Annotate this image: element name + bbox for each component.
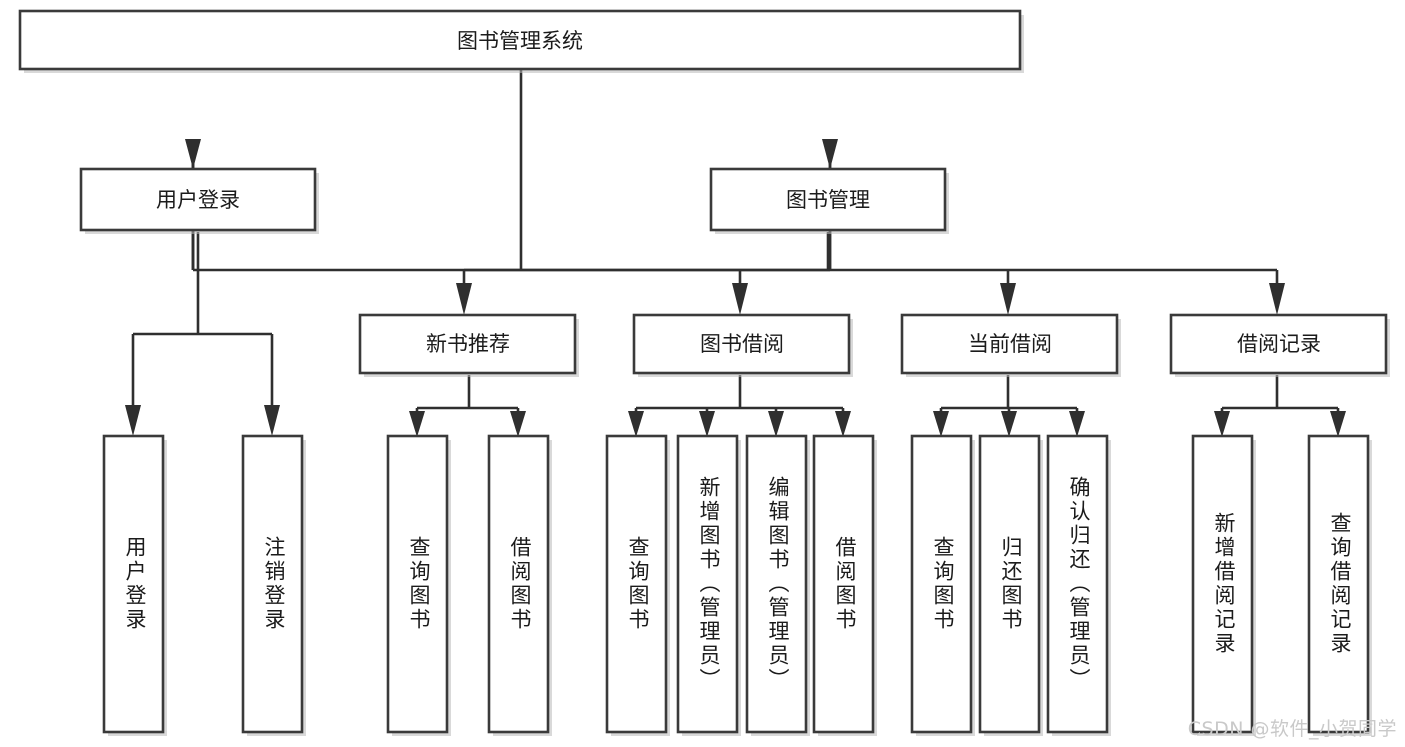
- node-borrow-records-label: 借阅记录: [1237, 332, 1321, 356]
- node-leaf-bookborrow-borrow[interactable]: 借阅图书: [812, 434, 877, 736]
- arrow-book-borrow: [732, 283, 748, 315]
- node-leaf-user-login-box: [102, 434, 165, 734]
- arrow-bookborrow-leaf1: [628, 411, 644, 437]
- node-leaf-logout-box: [241, 434, 304, 734]
- arrow-new-book: [456, 283, 472, 315]
- node-book-borrow-box: [632, 313, 851, 375]
- node-leaf-bookborrow-query-box: [605, 434, 668, 734]
- node-leaf-currentborrow-query[interactable]: 查询图书: [910, 434, 975, 736]
- node-leaf-currentborrow-query-label: 查询图书: [931, 536, 955, 632]
- node-new-book-recommend[interactable]: 新书推荐: [358, 313, 579, 377]
- node-leaf-borrowrecords-query-label: 查询借阅记录: [1328, 512, 1352, 656]
- node-leaf-borrowrecords-add[interactable]: 新增借阅记录: [1191, 434, 1256, 736]
- arrow-bookborrow-leaf2: [699, 411, 715, 437]
- node-leaf-bookborrow-query-label: 查询图书: [626, 536, 650, 632]
- node-leaf-newbook-borrow[interactable]: 借阅图书: [487, 434, 552, 736]
- node-leaf-borrowrecords-query-box: [1307, 434, 1370, 734]
- node-current-borrow-label: 当前借阅: [968, 332, 1052, 356]
- node-book-borrow[interactable]: 图书借阅: [632, 313, 853, 377]
- node-leaf-currentborrow-return-box: [978, 434, 1041, 734]
- node-leaf-bookborrow-add[interactable]: 新增图书（管理员）: [676, 434, 741, 736]
- node-user-login[interactable]: 用户登录: [79, 167, 319, 234]
- node-leaf-bookborrow-borrow-label: 借阅图书: [833, 536, 857, 632]
- arrow-currentborrow-leaf2: [1001, 411, 1017, 437]
- arrow-currentborrow-leaf1: [933, 411, 949, 437]
- arrow-user-login: [185, 139, 201, 169]
- node-root[interactable]: 图书管理系统: [18, 9, 1024, 73]
- node-leaf-currentborrow-confirm-label: 确认归还（管理员）: [1067, 476, 1091, 692]
- node-book-management-box: [709, 167, 947, 232]
- arrow-current-borrow: [1000, 283, 1016, 315]
- node-user-login-label: 用户登录: [156, 188, 240, 212]
- node-leaf-logout[interactable]: 注销登录: [241, 434, 306, 736]
- node-leaf-bookborrow-add-box: [676, 434, 739, 734]
- node-root-label: 图书管理系统: [457, 29, 583, 53]
- node-leaf-newbook-query-box: [386, 434, 449, 734]
- node-leaf-newbook-borrow-label: 借阅图书: [508, 536, 532, 632]
- node-leaf-bookborrow-borrow-box: [812, 434, 875, 734]
- node-book-management-label: 图书管理: [786, 188, 870, 212]
- node-new-book-recommend-box: [358, 313, 577, 375]
- node-leaf-currentborrow-confirm[interactable]: 确认归还（管理员）: [1046, 434, 1111, 736]
- node-leaf-newbook-borrow-box: [487, 434, 550, 734]
- node-current-borrow-box: [900, 313, 1119, 375]
- arrow-borrow-records: [1269, 283, 1285, 315]
- node-user-login-box: [79, 167, 317, 232]
- node-leaf-logout-label: 注销登录: [262, 536, 286, 632]
- node-leaf-currentborrow-query-box: [910, 434, 973, 734]
- arrow-newbook-leaf1: [409, 411, 425, 437]
- node-leaf-borrowrecords-query[interactable]: 查询借阅记录: [1307, 434, 1372, 736]
- node-leaf-bookborrow-edit[interactable]: 编辑图书（管理员）: [745, 434, 810, 736]
- node-book-management[interactable]: 图书管理: [709, 167, 949, 234]
- arrow-currentborrow-leaf3: [1069, 411, 1085, 437]
- arrow-newbook-leaf2: [510, 411, 526, 437]
- node-leaf-borrowrecords-add-box: [1191, 434, 1254, 734]
- node-new-book-recommend-label: 新书推荐: [426, 332, 510, 356]
- node-leaf-bookborrow-add-label: 新增图书（管理员）: [697, 476, 721, 692]
- node-leaf-newbook-query-label: 查询图书: [407, 536, 431, 632]
- node-borrow-records-box: [1169, 313, 1388, 375]
- arrow-book-mgmt: [822, 139, 838, 169]
- node-leaf-user-login[interactable]: 用户登录: [102, 434, 167, 736]
- arrow-borrowrecords-leaf1: [1214, 411, 1230, 437]
- arrow-bookborrow-leaf3: [768, 411, 784, 437]
- arrow-borrowrecords-leaf2: [1330, 411, 1346, 437]
- node-current-borrow[interactable]: 当前借阅: [900, 313, 1121, 377]
- connector-layer: [125, 70, 1346, 437]
- arrow-bookborrow-leaf4: [835, 411, 851, 437]
- node-leaf-currentborrow-return-label: 归还图书: [999, 536, 1023, 632]
- node-leaf-bookborrow-edit-label: 编辑图书（管理员）: [766, 476, 790, 692]
- node-leaf-newbook-query[interactable]: 查询图书: [386, 434, 451, 736]
- node-leaf-bookborrow-query[interactable]: 查询图书: [605, 434, 670, 736]
- node-borrow-records[interactable]: 借阅记录: [1169, 313, 1390, 377]
- node-leaf-user-login-label: 用户登录: [123, 536, 147, 632]
- node-leaf-currentborrow-return[interactable]: 归还图书: [978, 434, 1043, 736]
- node-root-box: [18, 9, 1022, 71]
- node-book-borrow-label: 图书借阅: [700, 332, 784, 356]
- arrow-leaf-user-login-1: [125, 405, 141, 436]
- node-leaf-currentborrow-confirm-box: [1046, 434, 1109, 734]
- node-leaf-borrowrecords-add-label: 新增借阅记录: [1212, 512, 1236, 656]
- arrow-leaf-user-login-2: [264, 405, 280, 436]
- node-leaf-bookborrow-edit-box: [745, 434, 808, 734]
